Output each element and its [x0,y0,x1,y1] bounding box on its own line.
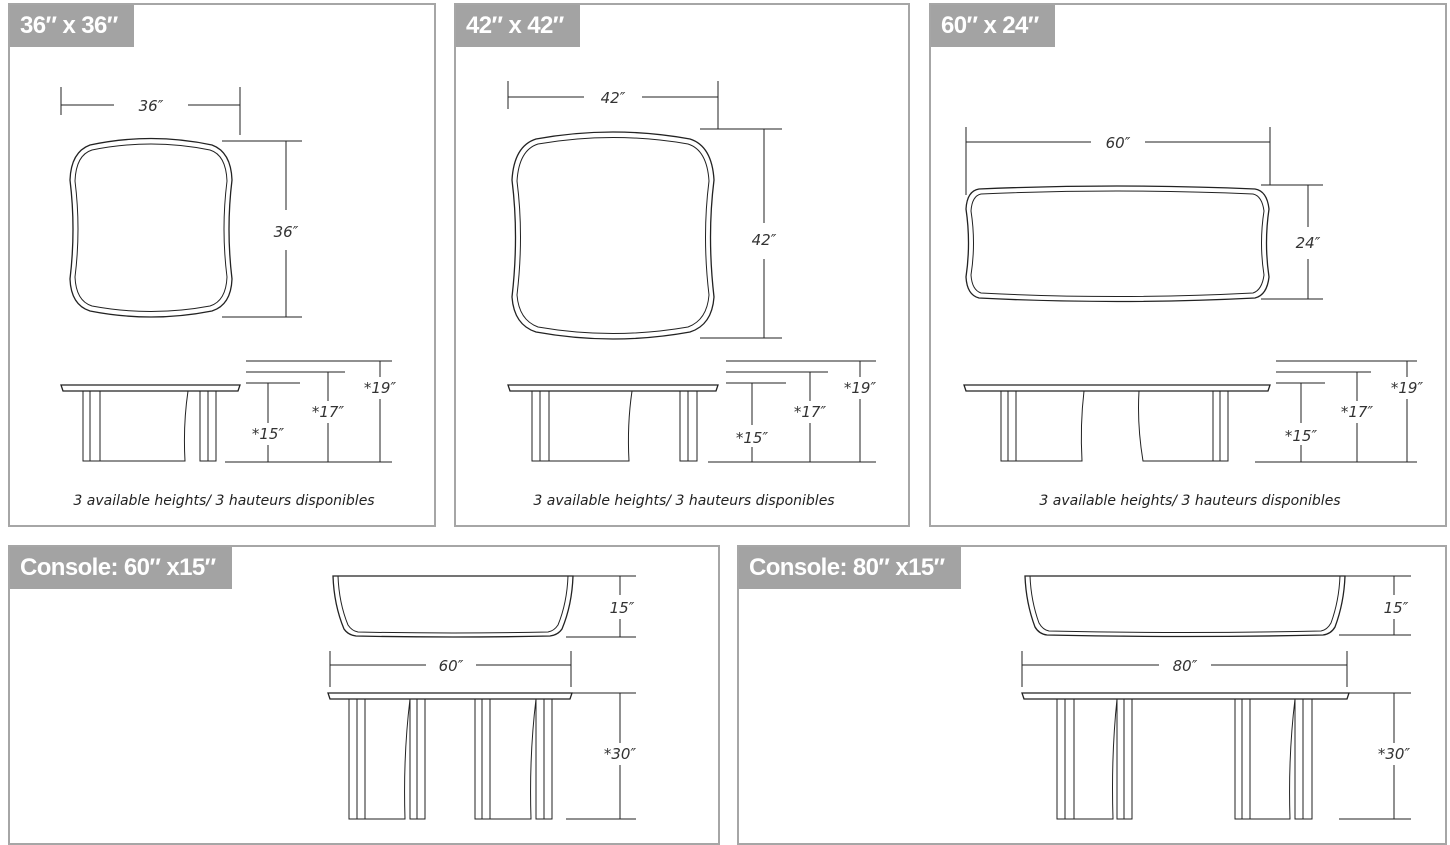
panel-36x36: 36″ x 36″ 36″ 36″ *15″ *17″ [8,3,436,527]
diagram-60x24: 60″ 24″ *15″ *17″ *19″ 3 available heigh… [963,127,1424,509]
tabletop-plan [69,137,233,318]
size-tag: Console: 60″ x15″ [10,547,232,589]
width-label: 36″ [139,97,164,115]
depth-label: 24″ [1296,234,1321,252]
base-panel [1074,698,1118,820]
height-17-label: *17″ [312,403,345,421]
tabletop-elevation [327,692,573,700]
base-panel [100,390,189,462]
base-panel [490,698,537,820]
tabletop-plan [965,185,1270,303]
width-label: 60″ [1106,134,1131,152]
caption: 3 available heights/ 3 hauteurs disponib… [1039,493,1340,509]
tabletop-elevation [1021,692,1350,700]
tabletop-plan-inner [970,190,1265,297]
width-label: 80″ [1173,657,1198,675]
panel-console-60x15: Console: 60″ x15″ 15″ 60″ *30″ [8,545,720,845]
depth-label: 42″ [752,231,777,249]
tabletop-plan-inner [74,143,228,312]
width-label: 42″ [601,89,626,107]
depth-label: 15″ [1384,599,1409,617]
leg [82,390,101,462]
panel-console-80x15: Console: 80″ x15″ 15″ 80″ *30″ [737,545,1447,845]
base-panel [365,698,411,820]
height-17-label: *17″ [794,403,827,421]
width-label: 60″ [439,657,464,675]
height-19-label: *19″ [1391,379,1424,397]
height-19-label: *19″ [844,379,877,397]
height-15-label: *15″ [736,429,769,447]
caption: 3 available heights/ 3 hauteurs disponib… [73,493,374,509]
tabletop-plan-inner [1029,575,1341,633]
height-label: *30″ [604,745,637,763]
tabletop-elevation [60,384,241,392]
size-tag: 60″ x 24″ [931,5,1055,47]
panel-42x42: 42″ x 42″ 42″ 42″ *15″ *17″ *19″ 3 avail… [454,3,910,527]
diagram-36x36: 36″ 36″ *15″ *17″ *19″ 3 available heigh… [60,87,397,509]
tabletop-plan-inner [337,575,569,634]
height-15-label: *15″ [252,425,285,443]
diagram-42x42: 42″ 42″ *15″ *17″ *19″ 3 available heigh… [507,81,877,509]
panel-60x24: 60″ x 24″ 60″ 24″ *15″ *17″ *19″ 3 ava [929,3,1447,527]
base-panel [1016,390,1085,462]
tabletop-plan [332,575,574,638]
base-panel [1138,390,1214,462]
depth-label: 36″ [274,223,299,241]
tabletop-plan-inner [516,137,710,334]
size-tag: 36″ x 36″ [10,5,134,47]
tabletop-elevation [507,384,719,392]
diagram-console-80: 15″ 80″ *30″ [1021,575,1411,820]
height-15-label: *15″ [1285,427,1318,445]
height-label: *30″ [1378,745,1411,763]
size-tag: Console: 80″ x15″ [739,547,961,589]
height-17-label: *17″ [1341,403,1374,421]
depth-label: 15″ [610,599,635,617]
base-panel [549,390,633,462]
caption: 3 available heights/ 3 hauteurs disponib… [533,493,834,509]
diagram-console-60: 15″ 60″ *30″ [327,575,637,820]
tabletop-elevation [963,384,1271,392]
tabletop-plan [511,131,715,340]
tabletop-plan [1024,575,1346,638]
base-panel [1250,698,1296,820]
size-tag: 42″ x 42″ [456,5,580,47]
height-19-label: *19″ [364,379,397,397]
